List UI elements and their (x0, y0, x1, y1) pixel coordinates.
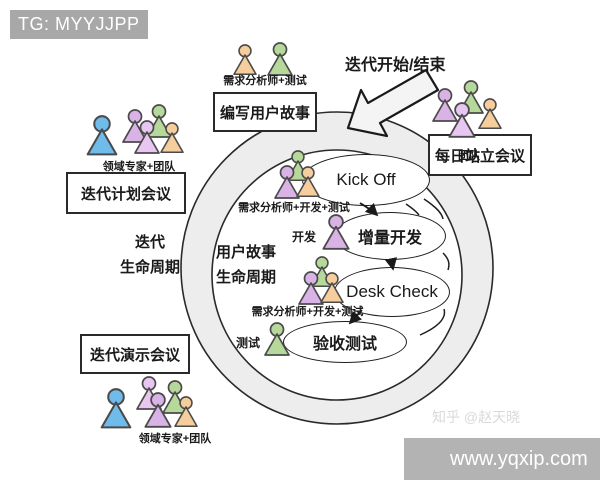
site-watermark-bar: www.yqxip.com (404, 438, 600, 480)
ba-test-label: 需求分析师+测试 (223, 75, 307, 87)
user-story-lifecycle-line1: 用户故事 (216, 244, 277, 261)
person-icon-purple (122, 109, 148, 143)
person-icon-orange (478, 98, 502, 130)
iteration-lifecycle-line2: 生命周期 (119, 259, 180, 276)
role-group-deskcheck-trio (296, 256, 350, 306)
domain-expert-team-top-label: 领域专家+团队 (102, 161, 176, 173)
person-icon-blue (100, 388, 132, 429)
person-icon-green (267, 42, 293, 76)
test-label: 测试 (236, 336, 261, 350)
person-icon-orange (296, 166, 320, 198)
iteration-start-end-block-arrow (346, 68, 440, 138)
iteration-start-end-label: 迭代开始/结束 (345, 57, 446, 74)
person-icon-pink (448, 102, 476, 138)
role-group-dev (320, 214, 352, 254)
person-icon-green (146, 104, 172, 138)
person-icon-pink (134, 120, 160, 154)
user-story-lifecycle-label: 用户故事 生命周期 (216, 240, 276, 290)
ba-dev-test-deskcheck-label: 需求分析师+开发+测试 (251, 306, 364, 318)
person-icon-green (264, 322, 290, 356)
tg-header-badge: TG: MYYJJPP (10, 10, 148, 39)
write-user-story-box: 编写用户故事 (213, 92, 317, 132)
domain-expert-team-bottom-label: 领域专家+团队 (138, 433, 212, 445)
person-icon-purple (322, 214, 350, 250)
person-icon-blue (86, 115, 118, 156)
dev-label: 开发 (292, 230, 317, 244)
ba-dev-test-kickoff-label: 需求分析师+开发+测试 (238, 202, 350, 214)
role-group-test (262, 322, 292, 362)
person-icon-orange (174, 396, 198, 428)
person-icon-orange (320, 272, 344, 304)
role-group-domain-expert-team-bottom (98, 376, 210, 430)
role-group-domain-expert-team-top (84, 104, 196, 158)
person-icon-orange (233, 44, 257, 76)
team-label: 团队 (458, 150, 480, 162)
stage-acceptance-test: 验收测试 (283, 321, 407, 363)
person-icon-orange (160, 122, 184, 154)
iteration-lifecycle-label: 迭代 生命周期 (95, 230, 205, 280)
role-group-team (430, 80, 508, 144)
iteration-lifecycle-line1: 迭代 (134, 234, 165, 251)
zhihu-watermark: 知乎 @赵天晓 (432, 409, 521, 425)
role-group-ba-test (231, 42, 297, 76)
user-story-lifecycle-line2: 生命周期 (216, 269, 277, 286)
iteration-planning-box: 迭代计划会议 (66, 172, 186, 214)
connector-kickoff-dev-right (423, 198, 444, 220)
connector-dev-deskcheck-right (442, 252, 450, 271)
iteration-demo-box: 迭代演示会议 (80, 334, 190, 374)
role-group-kickoff-trio (272, 150, 326, 200)
person-icon-purple (144, 392, 172, 428)
